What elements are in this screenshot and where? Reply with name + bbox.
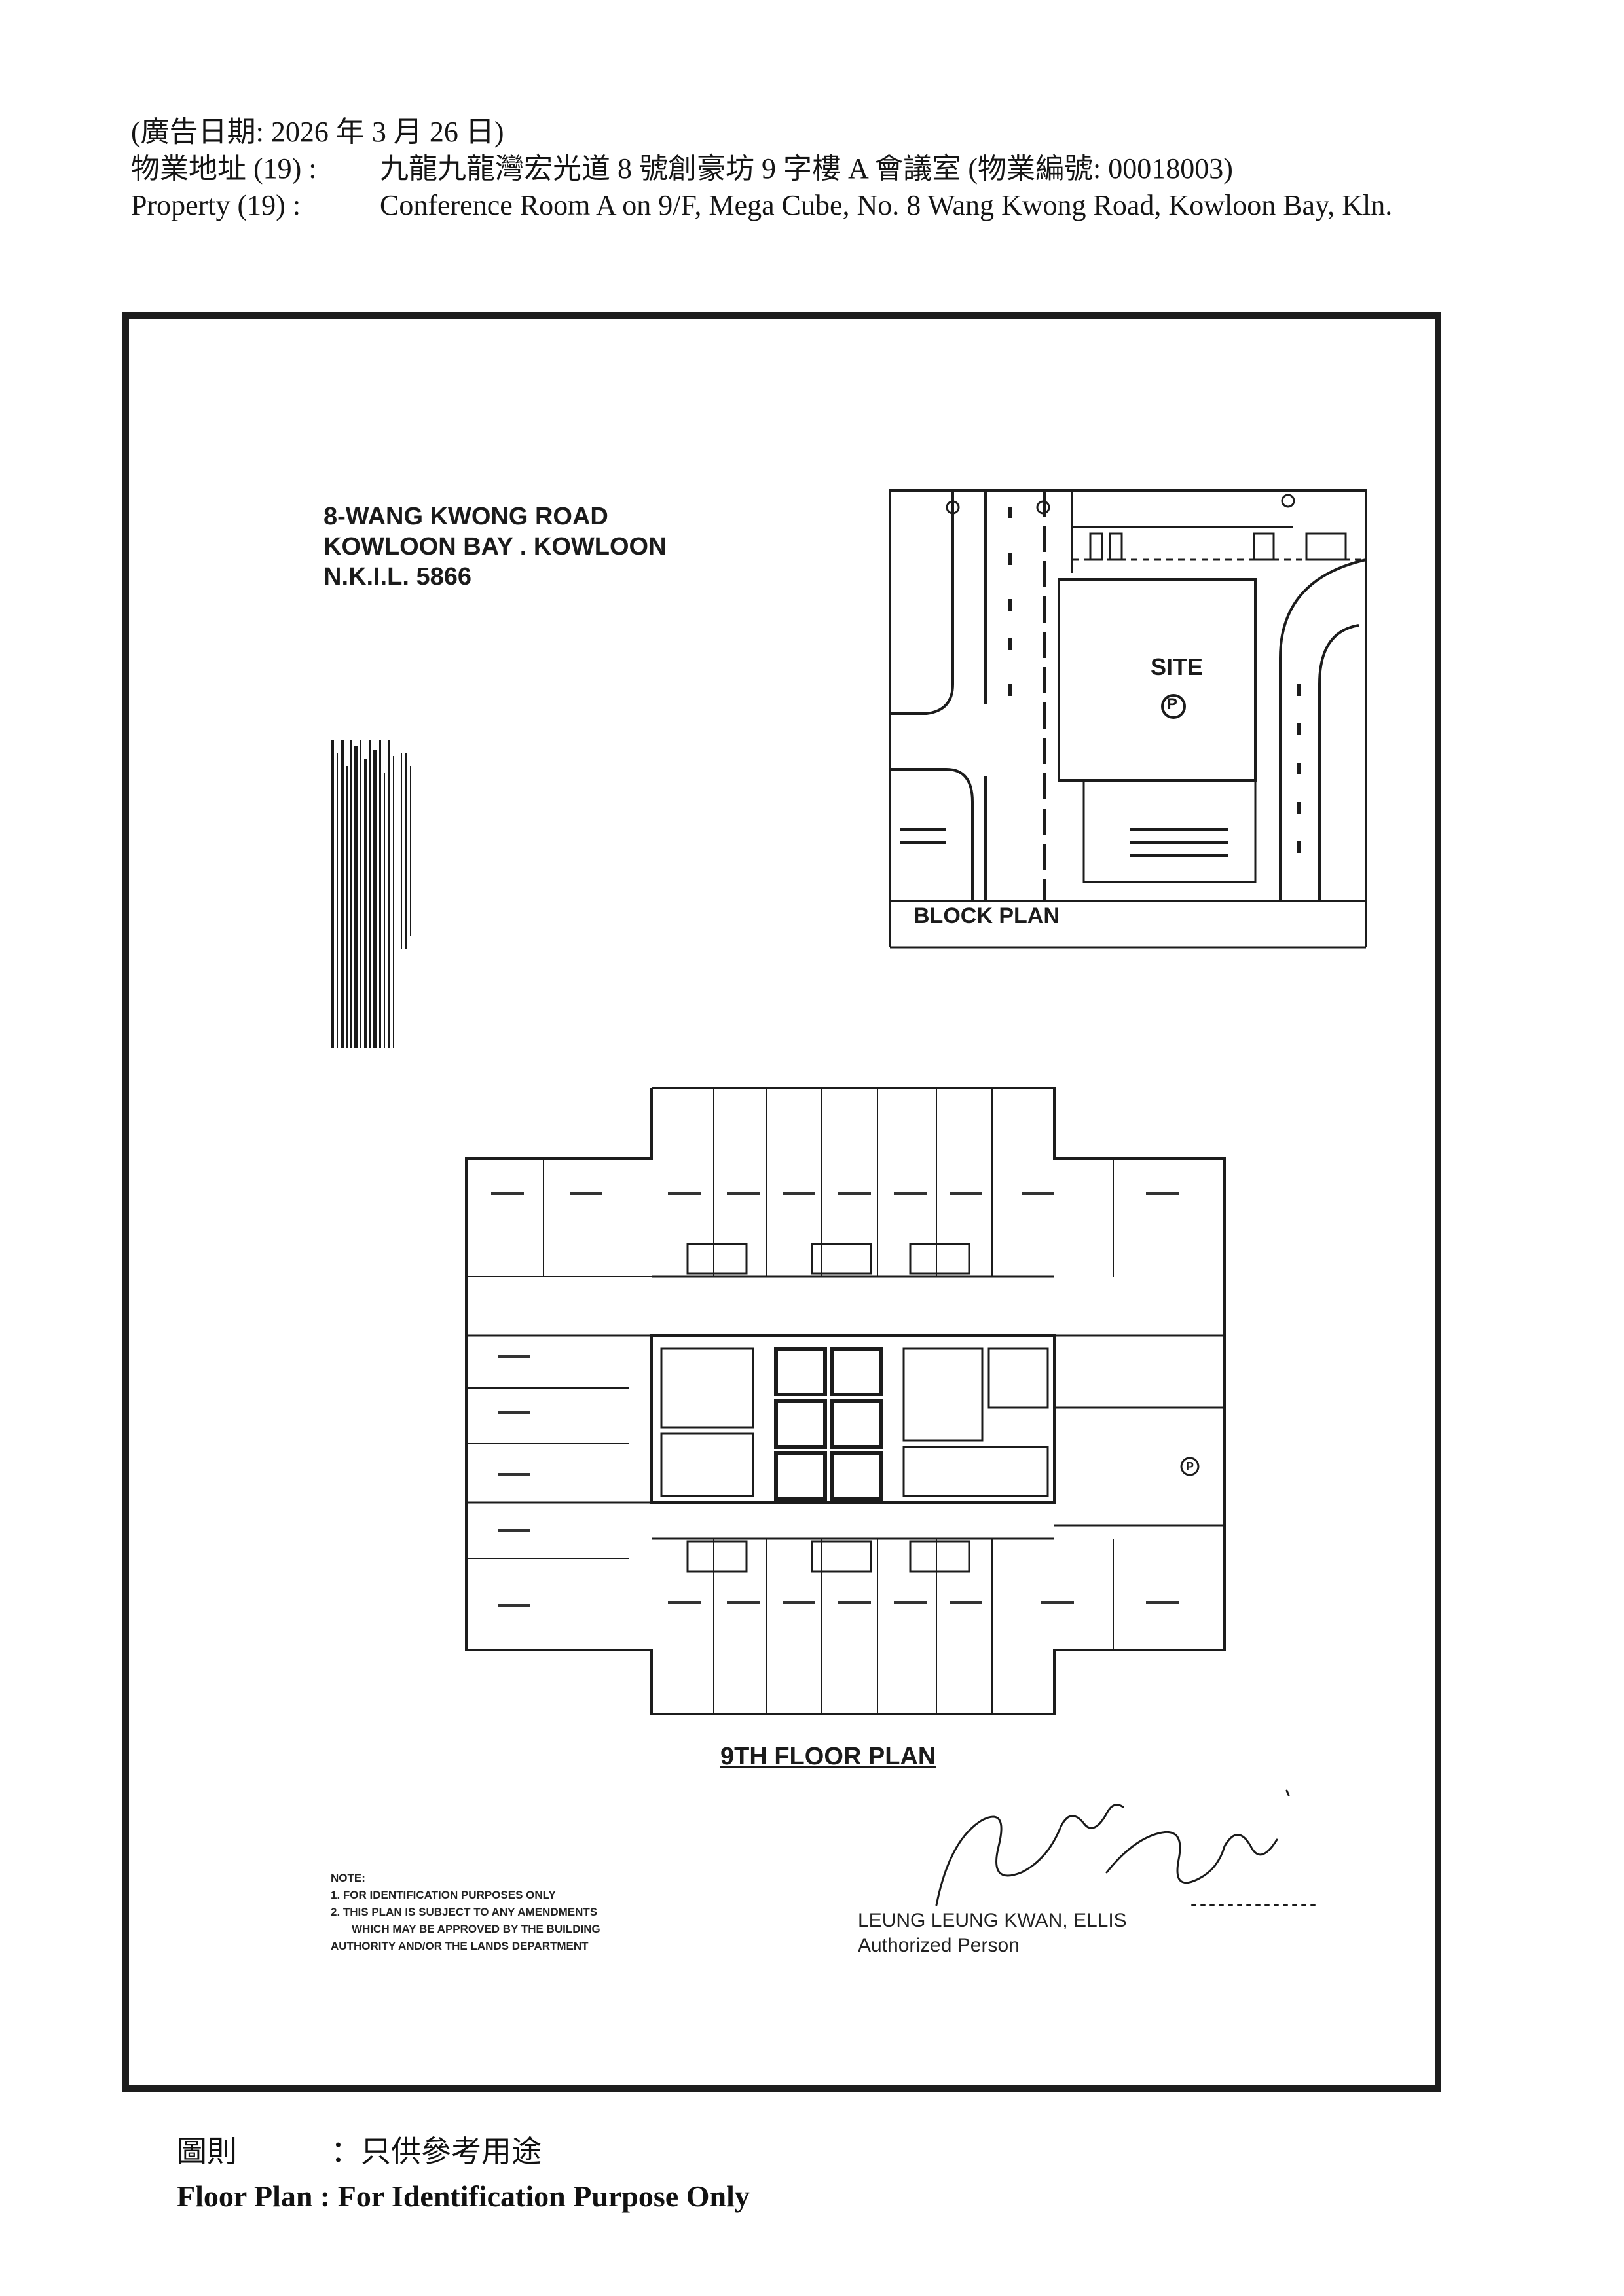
footer-zh-value: ：只供參考用途 [331,2135,542,2168]
property-address-en: Conference Room A on 9/F, Mega Cube, No.… [380,189,1393,221]
note-item-2a: 2. THIS PLAN IS SUBJECT TO ANY AMENDMENT… [331,1906,598,1918]
address-line-3: N.K.I.L. 5866 [323,563,471,591]
ninth-floor-plan-drawing [465,1087,1226,1715]
registration-barcode-stamp [331,740,411,1048]
note-item-2c: AUTHORITY AND/OR THE LANDS DEPARTMENT [331,1940,589,1952]
address-line-1: 8-WANG KWONG ROAD [323,503,608,530]
block-plan-map [889,489,1367,949]
floor-plan-parking-symbol: P [1186,1460,1194,1473]
floor-plan-title: 9TH FLOOR PLAN [720,1743,936,1770]
floor-plan-frame [122,312,1441,2092]
handwritten-signature [935,1789,1316,1906]
block-plan-parking-symbol: P [1167,695,1178,713]
block-plan-title: BLOCK PLAN [913,903,1060,928]
signatory-title: Authorized Person [858,1935,1020,1956]
footer-en: Floor Plan : For Identification Purpose … [177,2179,750,2213]
property-address-zh: 九龍九龍灣宏光道 8 號創豪坊 9 字樓 A 會議室 (物業編號: 000180… [380,153,1233,185]
note-item-1: 1. FOR IDENTIFICATION PURPOSES ONLY [331,1889,556,1901]
note-item-2b: WHICH MAY BE APPROVED BY THE BUILDING [352,1923,600,1935]
signatory-name: LEUNG LEUNG KWAN, ELLIS [858,1910,1127,1931]
address-line-2: KOWLOON BAY . KOWLOON [323,533,667,560]
note-heading: NOTE: [331,1872,365,1884]
advert-date: (廣告日期: 2026 年 3 月 26 日) [131,116,504,148]
footer-zh-label: 圖則 [177,2135,237,2168]
property-address-zh-label: 物業地址 (19) : [131,153,317,185]
property-address-en-label: Property (19) : [131,189,301,221]
block-plan-site-label: SITE [1151,653,1204,680]
